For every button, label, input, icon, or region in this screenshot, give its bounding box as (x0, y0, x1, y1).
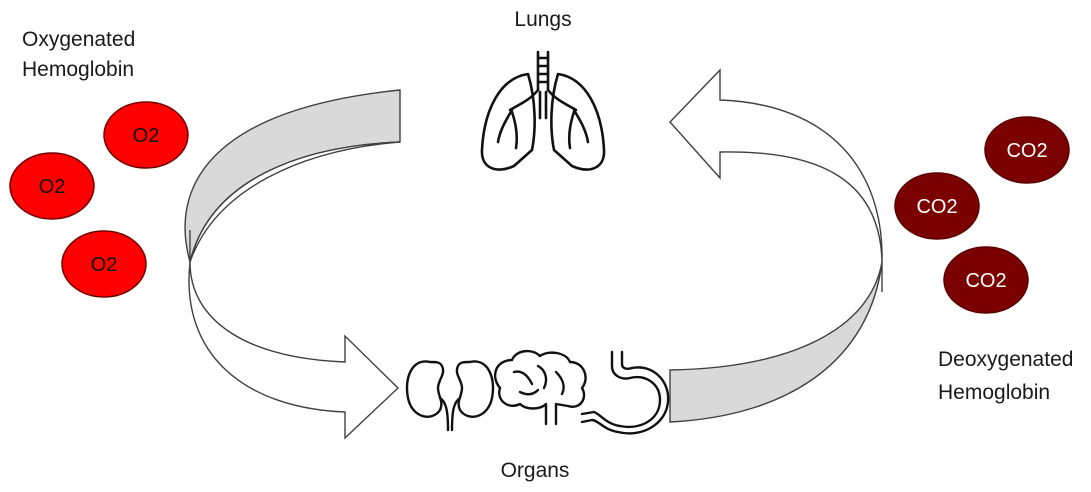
kidneys-icon (407, 361, 493, 430)
organs-label: Organs (485, 458, 585, 484)
right-arrow-inner-band (670, 262, 882, 422)
oxygenated-hemoglobin-label-line1: Oxygenated (22, 27, 135, 53)
deoxygenated-cell-label: CO2 (1006, 140, 1047, 162)
oxygenated-cell-label: O2 (91, 254, 118, 276)
deoxygenated-cell-label: CO2 (965, 270, 1006, 292)
deoxygenated-hemoglobin-label-line1: Deoxygenated (938, 347, 1073, 373)
lungs-label: Lungs (493, 7, 593, 33)
right-curved-arrow (670, 70, 882, 422)
stomach-icon (582, 352, 668, 433)
deoxygenated-hemoglobin-label-line2: Hemoglobin (938, 380, 1050, 406)
left-curved-arrow (185, 90, 400, 438)
deoxygenated-cell-label: CO2 (916, 196, 957, 218)
left-arrow-inner-band (185, 90, 400, 262)
right-arrow-body (670, 70, 882, 262)
oxygenated-cell-label: O2 (133, 125, 160, 147)
oxygenated-cell-label: O2 (39, 176, 66, 198)
lungs-icon (482, 52, 604, 169)
oxygenated-hemoglobin-label-line2: Hemoglobin (22, 57, 134, 83)
brain-icon (495, 351, 585, 424)
